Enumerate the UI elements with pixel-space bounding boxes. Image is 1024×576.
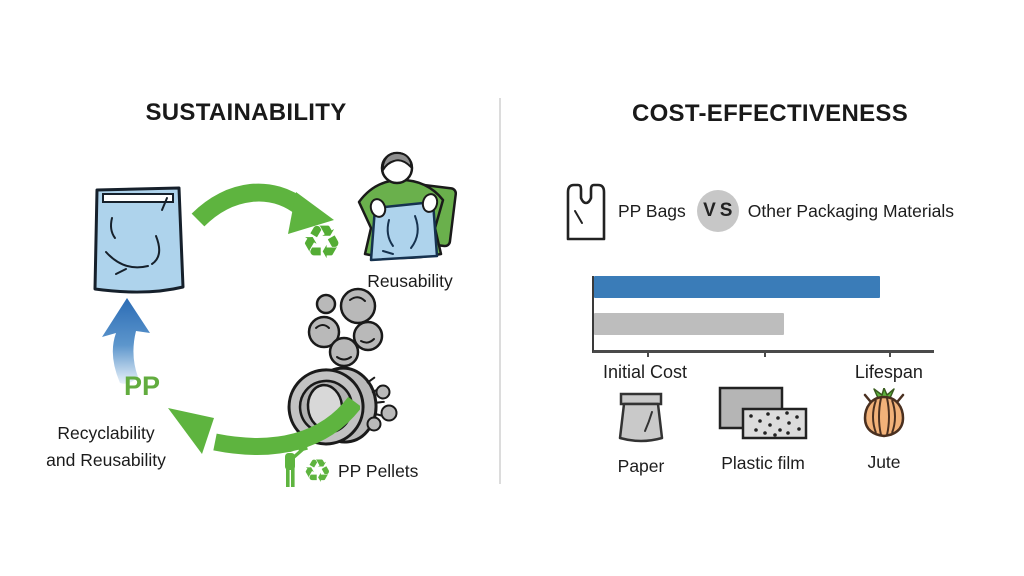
- reusability-label: Reusability: [367, 271, 453, 291]
- vs-badge: VS: [696, 190, 739, 232]
- arrow-to-reuse-icon: [191, 183, 334, 234]
- material-plastic-film: Plastic film: [700, 385, 826, 474]
- pp-bag-icon: [93, 186, 185, 294]
- chart-axis-labels: Initial Cost Lifespan: [592, 362, 934, 388]
- shopping-bag-icon: [566, 183, 606, 241]
- pp-pellets-label: PP Pellets: [338, 461, 419, 481]
- pp-bags-label: PP Bags: [618, 200, 686, 221]
- pellets-cluster-icon: [307, 287, 384, 368]
- pp-label: PP: [123, 371, 161, 401]
- axis-tick: [889, 350, 892, 357]
- material-jute: Jute: [844, 387, 924, 473]
- recyclability-label: Recyclability and Reusability: [8, 420, 204, 474]
- svg-text:♻: ♻: [303, 452, 332, 488]
- paper-label: Paper: [617, 456, 665, 476]
- cost-effectiveness-title: COST-EFFECTIVENESS: [631, 100, 909, 127]
- arrow-to-recyclability-icon: [168, 396, 360, 455]
- vs-text: VS: [703, 200, 737, 221]
- material-paper: Paper: [601, 390, 681, 477]
- panel-divider: [499, 98, 501, 484]
- arrow-up-to-pp-icon: [102, 298, 150, 384]
- person-reusing-bag-icon: [357, 151, 457, 262]
- jute-fiber-icon: [863, 387, 905, 438]
- cost-comparison-chart: Initial Cost Lifespan: [592, 268, 934, 388]
- lifespan-label: Lifespan: [854, 362, 923, 382]
- comparison-row: PP Bags VS Other Packaging Materials: [562, 180, 954, 242]
- jute-label: Jute: [867, 452, 901, 472]
- plastic-film-icon: [718, 386, 808, 440]
- bar-other-materials: [594, 313, 785, 335]
- other-materials-label: Other Packaging Materials: [747, 200, 954, 221]
- initial-cost-label: Initial Cost: [602, 362, 688, 382]
- axis-tick: [764, 350, 766, 357]
- chart-plot-area: [592, 276, 934, 357]
- recyclability-line2: and Reusability: [46, 450, 166, 471]
- sustainability-title: SUSTAINABILITY: [145, 99, 347, 126]
- axis-tick: [646, 350, 649, 357]
- recyclability-line1: Recyclability: [57, 423, 155, 443]
- plastic-film-label: Plastic film: [721, 453, 805, 473]
- bar-pp-bags: [594, 276, 880, 298]
- recycle-icon: ♻: [301, 216, 343, 268]
- paper-bag-icon: [618, 392, 664, 443]
